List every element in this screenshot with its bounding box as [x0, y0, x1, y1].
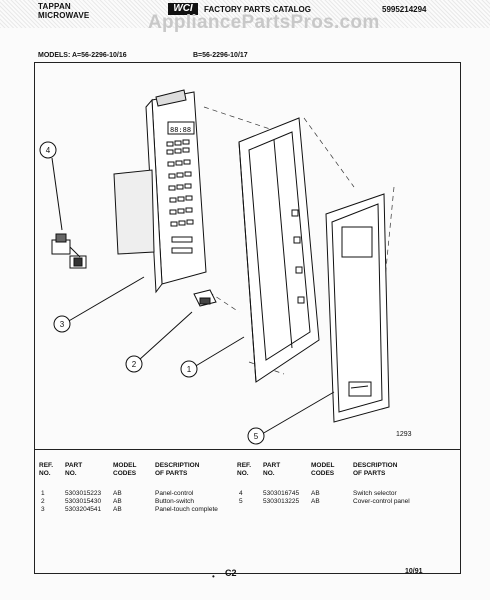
header-texture [0, 0, 490, 28]
touch-panel-part: 88:88 [113, 89, 207, 294]
callout-1-label: 1 [187, 365, 192, 374]
brand-line-1: TAPPAN [38, 2, 71, 11]
brand-block: TAPPAN MICROWAVE [38, 2, 89, 20]
callout-5-label: 5 [254, 432, 259, 441]
footer-date: 10/91 [405, 568, 423, 575]
catalog-title: FACTORY PARTS CATALOG [204, 5, 311, 14]
cover-panel-part [325, 193, 390, 423]
switch-selector-part [51, 233, 87, 269]
callout-3-label: 3 [60, 320, 65, 329]
model-b: B=56-2296-10/17 [193, 52, 248, 59]
drawing-number: 1293 [396, 431, 412, 438]
header-ref-2: REF.NO. [237, 462, 252, 477]
display-readout: 88:88 [170, 126, 191, 134]
wci-logo: WCI [168, 3, 198, 15]
model-a: A=56-2296-10/16 [71, 52, 127, 59]
footer-dot: • [212, 572, 215, 581]
callout-3 [53, 315, 71, 333]
control-panel-part [238, 117, 320, 383]
callout-5 [247, 427, 265, 445]
callout-1 [180, 360, 198, 378]
callout-4 [39, 141, 57, 159]
diagram-frame [34, 62, 461, 450]
callouts [39, 141, 335, 445]
models-line: MODELS: A=56-2296-10/16 B=56-2296-10/17 [38, 52, 248, 59]
button-switch-part [193, 289, 217, 307]
page-number: C2 [225, 568, 237, 578]
header-ref: REF.NO. [39, 462, 54, 477]
exploded-diagram: 88:88 [39, 89, 395, 445]
watermark: AppliancePartsPros.com [148, 12, 380, 33]
catalog-code: 5995214294 [382, 5, 427, 14]
callout-2 [125, 355, 143, 373]
models-label: MODELS: [38, 52, 71, 59]
brand-line-2: MICROWAVE [38, 11, 90, 20]
callout-2-label: 2 [132, 360, 137, 369]
callout-4-label: 4 [46, 146, 51, 155]
